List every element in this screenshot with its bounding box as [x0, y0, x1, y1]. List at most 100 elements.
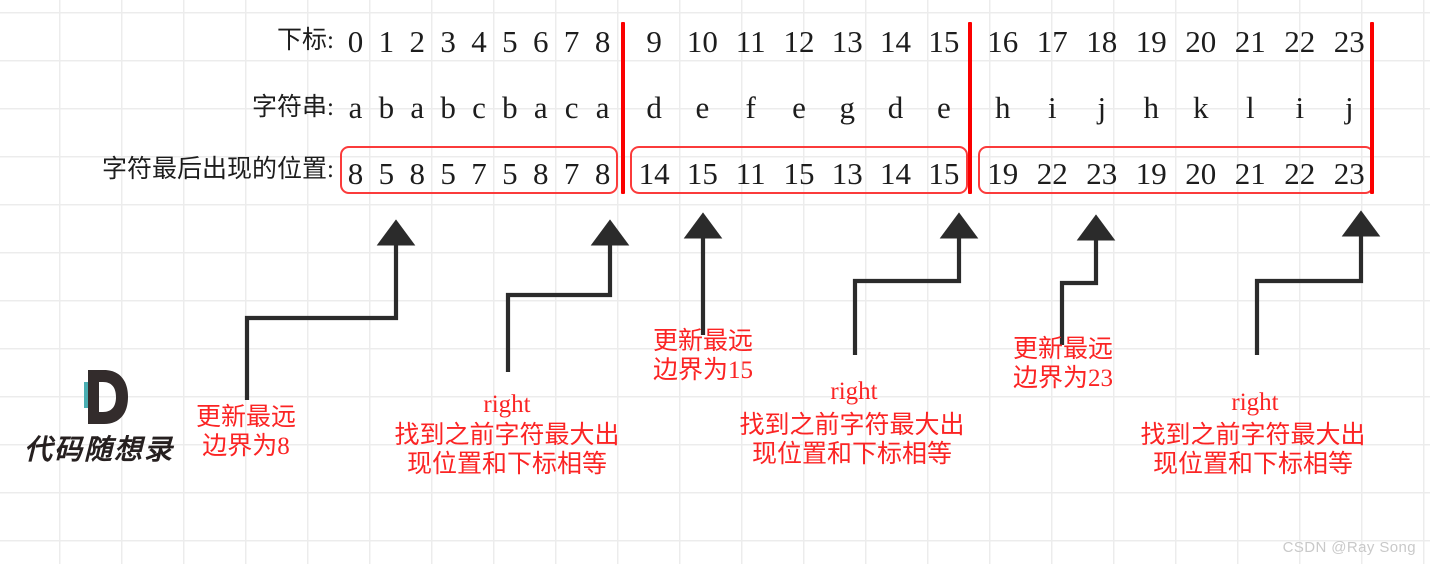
row-label-index: 下标: [277, 27, 334, 54]
cell-chars-4: c [472, 90, 486, 125]
cell-indices-3: 3 [440, 24, 456, 59]
cell-chars-13: g [839, 90, 856, 125]
cell-chars-8: a [595, 90, 610, 125]
cell-chars-0: a [348, 90, 363, 125]
annotation-right-3-label: right [1231, 389, 1279, 416]
row-label-index-wrap: 下标: [0, 28, 334, 53]
annotation-right-1-text: 找到之前字符最大出 现位置和下标相等 [394, 422, 620, 478]
cell-indices-12: 12 [783, 24, 815, 59]
cell-chars-7: c [564, 90, 579, 125]
annotation-right-2-label: right [830, 378, 878, 405]
cell-indices-23: 23 [1333, 24, 1365, 59]
arrow-update-8 [244, 219, 416, 400]
cell-indices-6: 6 [533, 24, 549, 59]
cell-chars-19: h [1143, 90, 1160, 125]
annotation-update-23: 更新最远 边界为23 [1012, 336, 1113, 392]
cell-group-3: 16 17 18 19 20 21 22 23 [978, 26, 1374, 57]
logo-d-glyph [84, 370, 128, 424]
cell-indices-22: 22 [1284, 24, 1316, 59]
cell-chars-2: a [410, 90, 425, 125]
lastpos-group-3-box [978, 146, 1374, 194]
arrow-right-2 [852, 212, 979, 355]
cell-chars-3: b [440, 90, 456, 125]
cell-indices-1: 1 [378, 24, 395, 59]
cell-chars-11: f [745, 90, 756, 125]
logo-wordmark: 代码随想录 [23, 433, 174, 466]
arrow-right-1 [505, 219, 630, 372]
cell-chars-1: b [378, 90, 395, 125]
cell-last-positions-21: 21 [1234, 156, 1266, 191]
cell-indices-21: 21 [1234, 24, 1266, 59]
cell-last-positions-3: 5 [440, 156, 456, 191]
annotation-update-15: 更新最远 边界为15 [652, 328, 753, 384]
cell-last-positions-8: 8 [594, 156, 611, 191]
cell-chars-16: h [995, 90, 1011, 125]
cell-last-positions-19: 19 [1135, 156, 1167, 191]
cell-last-positions-11: 11 [735, 156, 766, 191]
group-divider-1 [621, 22, 625, 194]
cell-last-positions-4: 7 [471, 156, 487, 191]
annotation-right-2-text: 找到之前字符最大出 现位置和下标相等 [739, 412, 965, 468]
annotation-right-3-text: 找到之前字符最大出 现位置和下标相等 [1140, 422, 1366, 478]
group-divider-3 [1370, 22, 1374, 194]
cell-last-positions-1: 5 [378, 156, 395, 191]
cell-chars-5: b [502, 90, 518, 125]
logo-d-icon [74, 368, 132, 426]
cell-last-positions-10: 15 [686, 156, 718, 191]
cell-indices-4: 4 [471, 24, 487, 59]
site-logo: 代码随想录 [14, 368, 184, 473]
cell-last-positions-22: 22 [1284, 156, 1316, 191]
cell-indices-2: 2 [409, 24, 425, 59]
cell-chars-15: e [936, 90, 951, 125]
cell-indices-10: 10 [686, 24, 718, 59]
row-label-lastpos-wrap: 字符最后出现的位置: [0, 157, 334, 182]
cell-indices-19: 19 [1135, 24, 1167, 59]
cell-indices-14: 14 [880, 24, 912, 59]
cell-chars-22: i [1295, 90, 1305, 125]
lastpos-group-2-box [630, 146, 968, 194]
cell-last-positions-12: 15 [783, 156, 815, 191]
lastpos-group-1-box [340, 146, 618, 194]
cell-chars-20: k [1193, 90, 1209, 125]
cell-chars-12: e [792, 90, 806, 125]
cell-indices-11: 11 [735, 24, 766, 59]
cell-indices-20: 20 [1185, 24, 1217, 59]
cell-last-positions-23: 23 [1333, 156, 1365, 191]
cell-indices-8: 8 [594, 24, 611, 59]
cell-last-positions-2: 8 [409, 156, 425, 191]
cell-last-positions-17: 22 [1036, 156, 1068, 191]
cell-chars-6: a [533, 90, 548, 125]
cell-last-positions-7: 7 [563, 156, 580, 191]
row-label-string: 字符串: [252, 94, 334, 121]
watermark: CSDN @Ray Song [1282, 539, 1416, 556]
cell-indices-18: 18 [1086, 24, 1118, 59]
cell-indices-9: 9 [646, 24, 662, 59]
cell-last-positions-16: 19 [987, 156, 1019, 191]
cell-last-positions-14: 14 [880, 156, 912, 191]
cell-chars-10: e [695, 90, 710, 125]
cell-chars-18: j [1097, 90, 1107, 125]
cell-last-positions-0: 8 [347, 156, 364, 191]
row-label-string-wrap: 字符串: [0, 95, 334, 120]
cell-indices-16: 16 [987, 24, 1019, 59]
cell-chars-14: d [887, 90, 904, 125]
group-divider-2 [968, 22, 972, 194]
cell-chars-9: d [646, 90, 662, 125]
cell-chars-23: j [1344, 90, 1354, 125]
cell-indices-17: 17 [1036, 24, 1068, 59]
cell-indices-5: 5 [502, 24, 518, 59]
cell-last-positions-6: 8 [533, 156, 549, 191]
cell-indices-0: 0 [347, 24, 364, 59]
arrow-right-3 [1254, 210, 1381, 355]
cell-last-positions-9: 14 [638, 156, 670, 191]
